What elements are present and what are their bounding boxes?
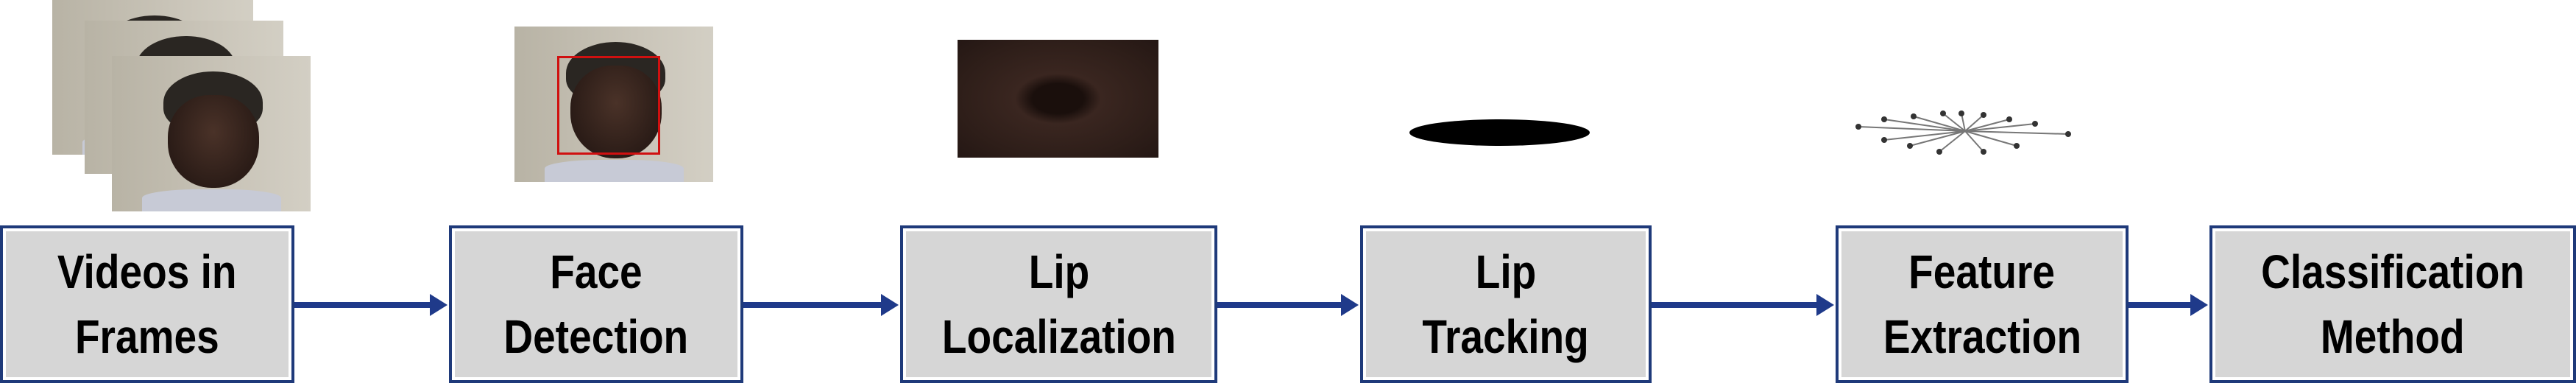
face-bounding-box <box>557 56 660 155</box>
lip-feature-points-image <box>1855 110 2071 155</box>
step-classification-method: Classification Method <box>2209 225 2576 383</box>
lip-tracking-shape <box>1409 119 1590 146</box>
step-label-line1: Lip <box>1028 245 1089 298</box>
arrow-face-to-lip-localization <box>743 294 899 316</box>
arrow-head-icon <box>430 294 447 316</box>
step-label-line1: Lip <box>1475 245 1537 298</box>
step-label-line2: Tracking <box>1422 310 1590 363</box>
arrow-feature-to-classification <box>2129 294 2208 316</box>
arrow-head-icon <box>881 294 899 316</box>
video-frame-image-3 <box>112 56 311 211</box>
step-label-line2: Detection <box>503 310 689 363</box>
step-label-line1: Feature <box>1908 245 2056 298</box>
step-label-line1: Classification <box>2261 245 2524 298</box>
face-detection-image <box>514 27 713 182</box>
lip-region-image <box>958 40 1158 158</box>
step-lip-tracking: Lip Tracking <box>1360 225 1652 383</box>
arrow-tracking-to-feature <box>1652 294 1834 316</box>
step-videos-in-frames: Videos in Frames <box>0 225 294 383</box>
arrow-localization-to-tracking <box>1217 294 1359 316</box>
step-face-detection: Face Detection <box>449 225 743 383</box>
step-label-line2: Extraction <box>1883 310 2081 363</box>
step-label-line1: Videos in <box>57 245 237 298</box>
arrow-head-icon <box>2190 294 2208 316</box>
step-label-line2: Method <box>2321 310 2465 363</box>
step-label-line1: Face <box>550 245 643 298</box>
arrow-head-icon <box>1816 294 1834 316</box>
step-feature-extraction: Feature Extraction <box>1836 225 2129 383</box>
step-label-line2: Localization <box>941 310 1176 363</box>
arrow-frames-to-face <box>294 294 447 316</box>
step-lip-localization: Lip Localization <box>900 225 1217 383</box>
arrow-head-icon <box>1341 294 1359 316</box>
step-label-line2: Frames <box>75 310 219 363</box>
